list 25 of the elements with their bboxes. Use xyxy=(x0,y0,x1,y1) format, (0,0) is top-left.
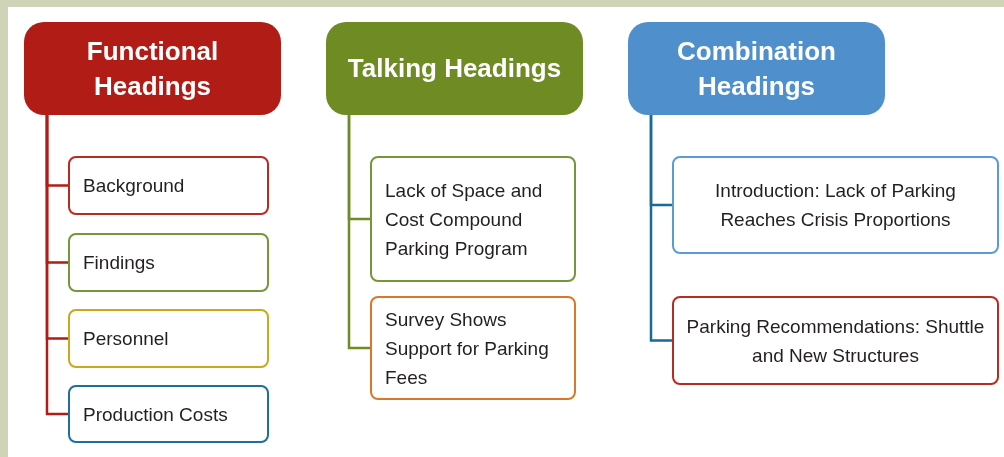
heading-example-box xyxy=(672,296,999,385)
example-text: Production Costs xyxy=(83,402,229,427)
heading-example-box xyxy=(68,156,269,215)
example-text: Findings xyxy=(83,251,156,275)
connector-line xyxy=(45,115,68,416)
heading-example-box xyxy=(672,156,999,254)
connector-line xyxy=(649,115,672,342)
heading-box xyxy=(24,22,281,115)
heading-example-box xyxy=(370,296,576,400)
example-text: Lack of Space and Cost Compound Parking Program xyxy=(385,178,544,261)
heading-text: Talking Headings xyxy=(347,52,562,85)
connector-line xyxy=(347,115,370,350)
heading-example-box xyxy=(370,156,576,282)
example-text: Personnel xyxy=(83,327,170,351)
heading-box xyxy=(326,22,583,115)
heading-example-box xyxy=(68,233,269,292)
heading-example-box xyxy=(68,385,269,443)
example-text: Survey Shows Support for Parking Fees xyxy=(385,307,550,390)
heading-text: Functional Headings xyxy=(85,34,220,103)
example-text: Introduction: Lack of Parking Reaches Crisis Proportions xyxy=(714,179,957,232)
example-text: Parking Recommendations: Shuttle and New Structures xyxy=(686,314,985,368)
example-text: Background xyxy=(83,174,186,198)
heading-text: Combination Headings xyxy=(676,34,837,103)
heading-box xyxy=(628,22,885,115)
heading-example-box xyxy=(68,309,269,368)
